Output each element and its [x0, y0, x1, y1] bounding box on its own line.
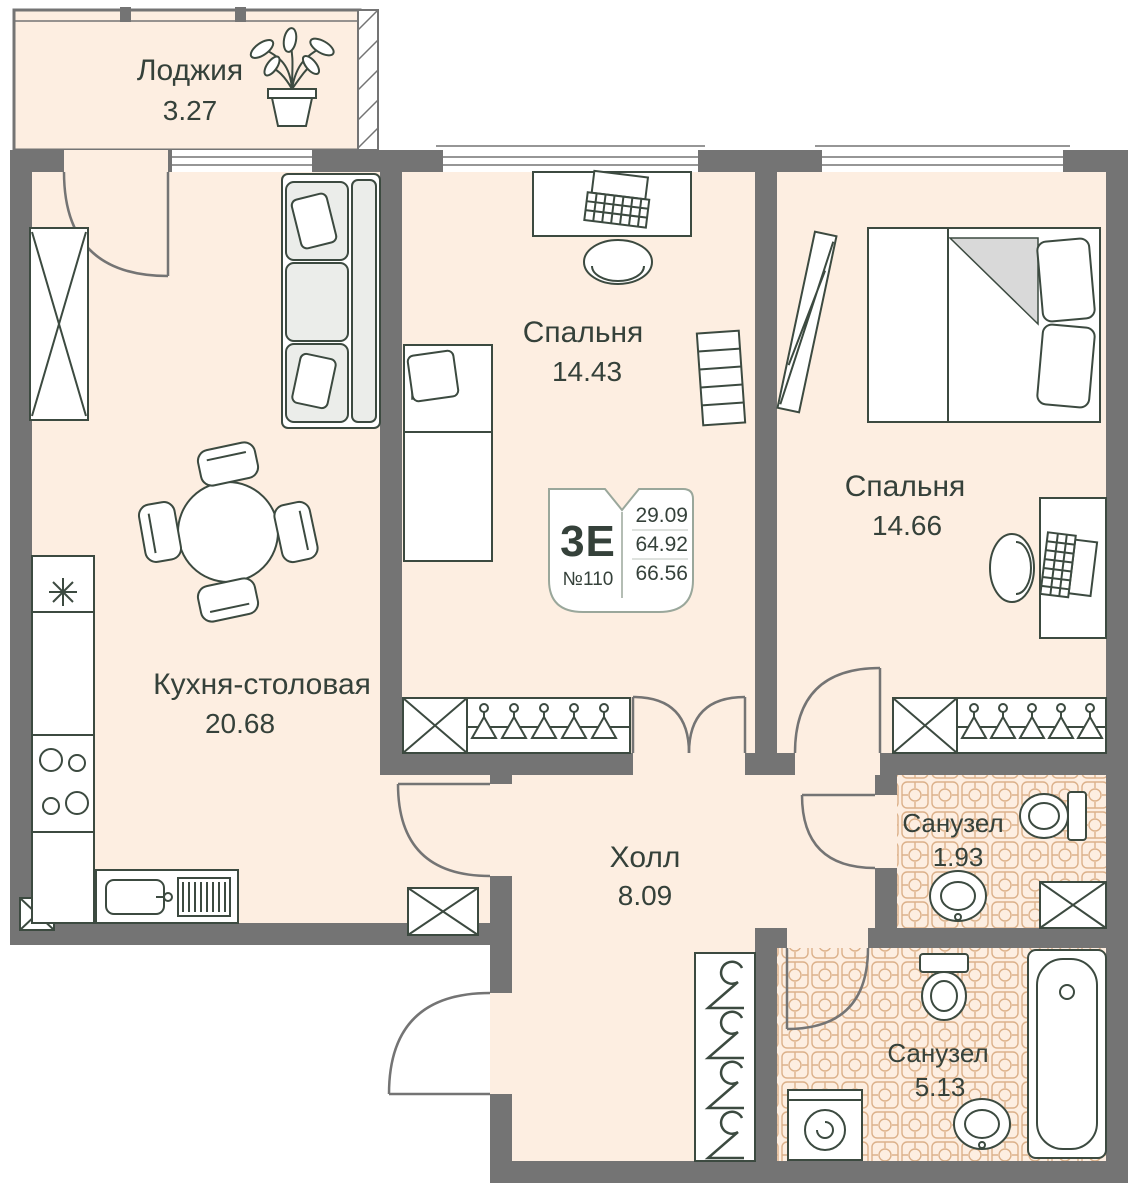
toilet-icon [1019, 791, 1087, 841]
doors [62, 171, 882, 1096]
bathtub-icon [1027, 949, 1107, 1159]
windows [64, 145, 1070, 172]
loggia-area-label: 3.27 [162, 95, 218, 126]
bathroom1-name-label: Санузел [902, 808, 1004, 838]
sofa-icon [281, 173, 381, 429]
vent-shaft-icon [1039, 881, 1107, 929]
unit-area-apartment: 64.92 [635, 533, 688, 556]
laptop-icon [1039, 531, 1099, 601]
window-icon [436, 145, 705, 172]
desk-chair-icon [583, 239, 653, 285]
ladder-icon [695, 329, 747, 427]
wardrobe-icon [402, 697, 631, 754]
hall-area-label: 8.09 [617, 880, 673, 911]
door-icon [396, 782, 491, 878]
toilet-icon [919, 953, 969, 1021]
wardrobe-icon [892, 697, 1107, 754]
mirror-icon [776, 230, 838, 414]
bedroom1-area-label: 14.43 [551, 356, 623, 387]
window-icon [815, 145, 1070, 172]
washing-machine-icon [787, 1089, 863, 1161]
tall-cabinet-icon [29, 227, 89, 421]
vent-shaft-icon [407, 887, 479, 936]
kitchen-area-label: 20.68 [204, 708, 276, 739]
stove-icon [39, 748, 89, 815]
bedroom1-name-label: Спальня [522, 316, 644, 349]
double-door-icon [631, 695, 747, 754]
bedroom2-name-label: Спальня [844, 470, 966, 503]
washbasin-icon [953, 1098, 1011, 1150]
unit-area-total: 66.56 [635, 562, 688, 585]
washbasin-icon [929, 870, 987, 922]
entrance-door-icon [387, 991, 491, 1096]
kitchen-name-label: Кухня-столовая [153, 668, 371, 701]
kitchen-sink-icon [95, 869, 239, 924]
desk-chair-icon [989, 533, 1035, 603]
pillow-icon [1036, 237, 1096, 323]
door-icon [785, 947, 870, 1031]
bathroom2-name-label: Санузел [887, 1038, 989, 1068]
hall-name-label: Холл [609, 841, 681, 874]
bathroom2-area-label: 5.13 [914, 1072, 966, 1102]
double-bed-icon [867, 227, 1101, 423]
unit-area-living: 29.09 [635, 504, 688, 527]
coat-rack-icon [694, 952, 756, 1162]
dining-table-icon [177, 481, 279, 583]
bed-icon [403, 344, 493, 562]
utility-marker-icon [49, 578, 77, 606]
window-icon [172, 150, 312, 172]
unit-number: №110 [562, 569, 614, 590]
plant-icon [249, 27, 335, 127]
bathroom1-area-label: 1.93 [932, 842, 984, 872]
laptop-icon [583, 169, 653, 229]
door-icon [62, 171, 170, 278]
loggia-name-label: Лоджия [136, 54, 244, 87]
unit-info-badge [548, 488, 694, 613]
bedroom2-area-label: 14.66 [871, 510, 943, 541]
door-icon [800, 793, 876, 870]
pillow-icon [1036, 323, 1096, 409]
door-icon [793, 666, 882, 754]
unit-type-code: 3Е [560, 517, 616, 566]
kitchen-counter [31, 555, 95, 924]
